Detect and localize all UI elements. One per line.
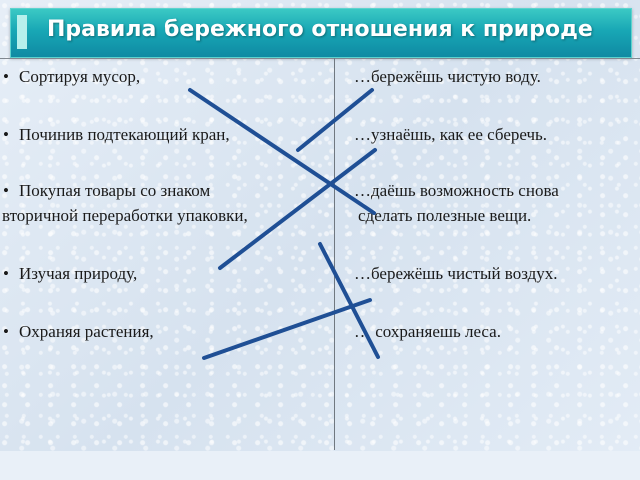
bottom-strip [0, 451, 640, 480]
column-divider [334, 58, 335, 450]
matching-table [0, 58, 640, 452]
right-item-clean-water: …бережёшь чистую воду. [354, 67, 541, 86]
right-item-reuse: …даёшь возможность снова [354, 181, 559, 200]
right-item-learn-preserve: …узнаёшь, как ее сберечь. [354, 125, 548, 144]
left-item-study-nature: Изучая природу, [0, 264, 137, 284]
right-item-reuse-cont: сделать полезные вещи. [358, 206, 532, 225]
right-item-clean-air: …бережёшь чистый воздух. [354, 264, 558, 283]
left-item-protect-plants: Охраняя растения, [0, 322, 154, 342]
left-item-fix-faucet: Починив подтекающий кран, [0, 125, 230, 145]
title-bar: Правила бережного отношения к природе [10, 8, 632, 58]
right-item-save-forests: … сохраняешь леса. [354, 322, 501, 341]
slide-title: Правила бережного отношения к природе [47, 17, 593, 42]
left-item-sort-trash: Сортируя мусор, [0, 67, 140, 87]
left-item-buy-recycled-cont: вторичной переработки упаковки, [2, 206, 248, 225]
left-item-buy-recycled: Покупая товары со знаком [0, 181, 210, 201]
